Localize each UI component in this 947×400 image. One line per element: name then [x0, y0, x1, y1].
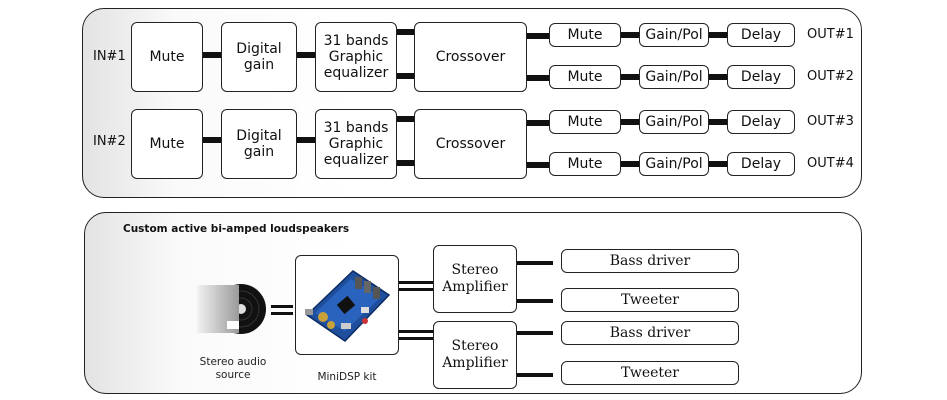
connector	[203, 137, 221, 143]
gain-pol-2: Gain/Pol	[639, 65, 709, 89]
connector	[517, 373, 553, 377]
connector	[621, 74, 639, 80]
out-mute-4: Mute	[549, 152, 621, 176]
connector	[399, 337, 433, 340]
connector	[399, 281, 433, 284]
connector	[621, 32, 639, 38]
geq-block-2: 31 bands Graphic equalizer	[315, 109, 397, 179]
geq-block-1: 31 bands Graphic equalizer	[315, 22, 397, 92]
connector	[203, 52, 221, 58]
mute-block-1: Mute	[131, 22, 203, 92]
connector	[527, 120, 549, 126]
output-label-3: OUT#3	[807, 114, 854, 129]
minidsp-board-icon	[305, 270, 391, 342]
delay-2: Delay	[727, 65, 795, 89]
connector	[271, 305, 293, 308]
digital-gain-block-2: Digital gain	[221, 109, 297, 179]
connector	[527, 75, 549, 81]
minidsp-kit-frame	[295, 255, 399, 355]
connector	[709, 32, 727, 38]
input-label-1: IN#1	[93, 49, 126, 64]
connector	[397, 73, 414, 79]
connector	[517, 261, 553, 265]
gain-pol-1: Gain/Pol	[639, 23, 709, 47]
connector	[621, 161, 639, 167]
crossover-block-1: Crossover	[414, 22, 527, 92]
connector	[297, 137, 315, 143]
out-mute-2: Mute	[549, 65, 621, 89]
connector	[527, 33, 549, 39]
kit-caption: MiniDSP kit	[317, 371, 377, 383]
connector	[517, 331, 553, 335]
stereo-amplifier-2: Stereo Amplifier	[433, 321, 517, 389]
panel-title: Custom active bi-amped loudspeakers	[123, 223, 350, 235]
connector	[709, 119, 727, 125]
connector	[517, 299, 553, 303]
output-label-2: OUT#2	[807, 69, 854, 84]
connector	[527, 162, 549, 168]
gain-pol-4: Gain/Pol	[639, 152, 709, 176]
connector	[399, 288, 433, 291]
loudspeaker-panel: Custom active bi-amped loudspeakers Ster…	[84, 212, 862, 394]
delay-3: Delay	[727, 110, 795, 134]
gain-pol-3: Gain/Pol	[639, 110, 709, 134]
tweeter-2: Tweeter	[561, 361, 739, 385]
output-label-4: OUT#4	[807, 156, 854, 171]
digital-gain-block-1: Digital gain	[221, 22, 297, 92]
bass-driver-1: Bass driver	[561, 249, 739, 273]
connector	[709, 74, 727, 80]
delay-4: Delay	[727, 152, 795, 176]
connector	[297, 52, 315, 58]
tweeter-1: Tweeter	[561, 288, 739, 312]
delay-1: Delay	[727, 23, 795, 47]
mute-block-2: Mute	[131, 109, 203, 179]
signal-chain-panel: IN#1 Mute Digital gain 31 bands Graphic …	[82, 8, 862, 198]
out-mute-1: Mute	[549, 23, 621, 47]
connector	[397, 160, 414, 166]
connector	[399, 330, 433, 333]
stereo-amplifier-1: Stereo Amplifier	[433, 245, 517, 313]
source-caption: Stereo audio source	[199, 356, 267, 381]
crossover-block-2: Crossover	[414, 109, 527, 179]
connector	[621, 119, 639, 125]
connector	[397, 29, 414, 35]
connector	[397, 116, 414, 122]
output-label-1: OUT#1	[807, 27, 854, 42]
stereo-source-icon	[197, 284, 266, 334]
out-mute-3: Mute	[549, 110, 621, 134]
input-label-2: IN#2	[93, 134, 126, 149]
bass-driver-2: Bass driver	[561, 321, 739, 345]
connector	[271, 312, 293, 315]
connector	[709, 161, 727, 167]
